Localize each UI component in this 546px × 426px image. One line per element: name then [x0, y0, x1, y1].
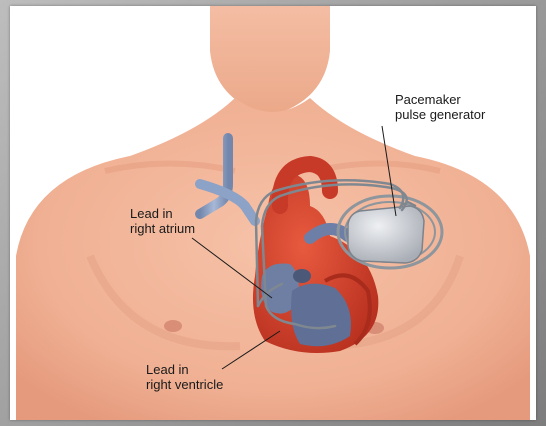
chest-illustration [10, 6, 536, 420]
nipple-left [164, 320, 182, 332]
label-right-ventricle: Lead in right ventricle [146, 362, 223, 392]
label-right-atrium: Lead in right atrium [130, 206, 195, 236]
label-pacemaker: Pacemaker pulse generator [395, 92, 485, 122]
neck [210, 6, 330, 116]
illustration-canvas: Pacemaker pulse generator Lead in right … [10, 6, 536, 420]
